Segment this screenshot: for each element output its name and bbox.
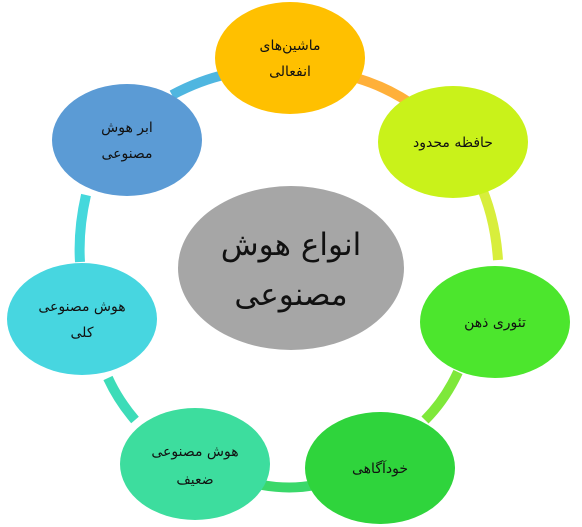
ring-segment-6 [74, 193, 91, 263]
node-theory-of-mind: تئوری ذهن [420, 266, 570, 378]
node-label-line2: مصنوعی [101, 146, 152, 162]
node-ellipse [52, 84, 202, 196]
node-self-awareness: خودآگاهی [305, 412, 455, 524]
node-label-line1: هوش مصنوعی [38, 299, 125, 315]
center-node: انواع هوش مصنوعی [178, 186, 404, 350]
node-label-line1: حافظه محدود [413, 135, 493, 151]
node-label-line2: انفعالی [269, 64, 311, 80]
node-label-line1: هوش مصنوعی [151, 444, 238, 460]
node-label-line1: خودآگاهی [352, 460, 408, 477]
node-limited-memory: حافظه محدود [378, 86, 528, 198]
node-label-line2: ضعیف [176, 472, 213, 488]
node-label-line1: ماشین‌های [260, 38, 321, 54]
node-weak-ai: هوش مصنوعی ضعیف [120, 408, 270, 520]
node-label-line1: ابر هوش [101, 120, 153, 136]
node-passive-machines: ماشین‌های انفعالی [215, 2, 365, 114]
node-label-line2: کلی [71, 325, 94, 341]
node-general-ai: هوش مصنوعی کلی [7, 263, 157, 375]
node-ellipse [305, 412, 455, 524]
node-ellipse [120, 408, 270, 520]
node-ellipse [420, 266, 570, 378]
ring-segment-5 [103, 375, 139, 424]
center-ellipse [178, 186, 404, 350]
center-title-line2: مصنوعی [234, 277, 347, 313]
node-super-ai: ابر هوش مصنوعی [52, 84, 202, 196]
center-title-line1: انواع هوش [221, 227, 361, 263]
node-ellipse [215, 2, 365, 114]
ring-segment-3 [421, 369, 463, 424]
node-ellipse [378, 86, 528, 198]
node-label-line1: تئوری ذهن [464, 315, 526, 331]
node-ellipse [7, 263, 157, 375]
ring-segment-4 [261, 480, 316, 493]
